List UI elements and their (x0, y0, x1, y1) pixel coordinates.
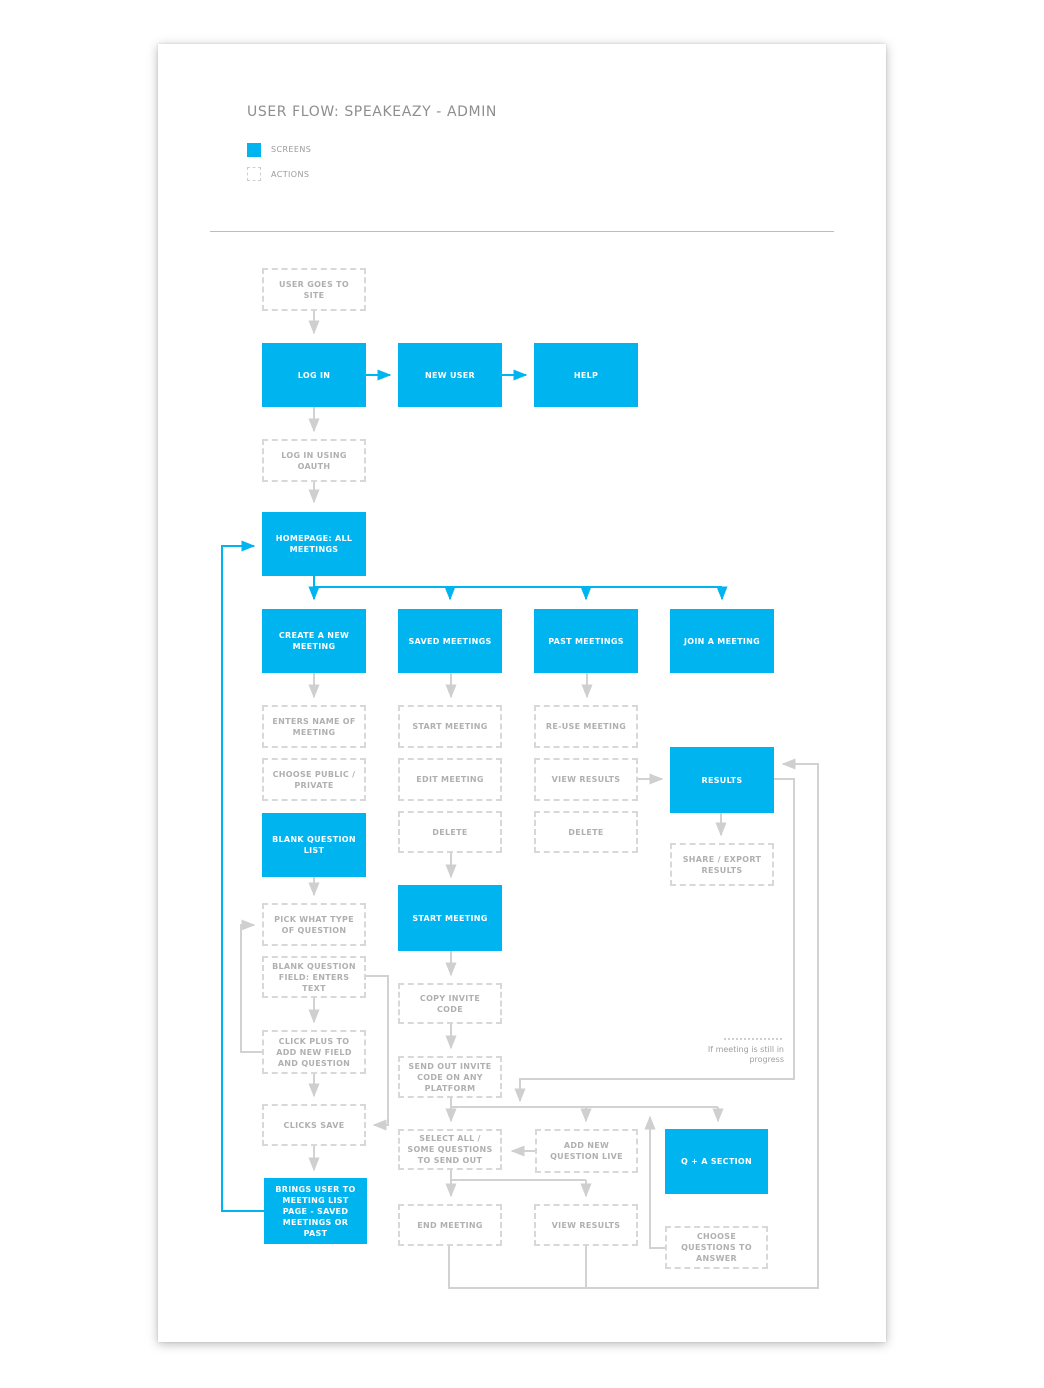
connector (644, 1115, 665, 1249)
connector (514, 778, 795, 1103)
node-homepage: HOMEPAGE: ALL MEETINGS (262, 512, 366, 576)
node-results: RESULTS (670, 747, 774, 813)
node-qa-section: Q + A SECTION (665, 1129, 768, 1194)
page-title: USER FLOW: SPEAKEAZY - ADMIN (247, 104, 498, 120)
node-new-user: NEW USER (398, 343, 502, 407)
node-choose-questions: CHOOSE QUESTIONS TO ANSWER (665, 1226, 768, 1269)
node-brings-user-to-list: BRINGS USER TO MEETING LIST PAGE - SAVED… (264, 1178, 367, 1244)
node-blank-question-field: BLANK QUESTION FIELD: ENTERS TEXT (262, 956, 366, 998)
note-in-progress: If meeting is still in progress (684, 1045, 784, 1065)
node-log-in: LOG IN (262, 343, 366, 407)
legend-screens-label: SCREENS (271, 145, 312, 154)
node-add-question-live: ADD NEW QUESTION LIVE (535, 1129, 638, 1173)
node-end-meeting: END MEETING (398, 1204, 502, 1246)
node-user-goes-to-site: USER GOES TO SITE (262, 268, 366, 311)
legend-actions-label: ACTIONS (271, 170, 310, 179)
node-log-in-oauth: LOG IN USING OAUTH (262, 439, 366, 482)
node-view-results-past: VIEW RESULTS (534, 758, 638, 801)
node-copy-invite-code: COPY INVITE CODE (398, 983, 502, 1024)
node-delete-past: DELETE (534, 811, 638, 853)
node-enters-name: ENTERS NAME OF MEETING (262, 705, 366, 748)
node-reuse-meeting: RE-USE MEETING (534, 705, 638, 748)
header-divider (210, 231, 834, 232)
note-line-2: progress (749, 1055, 784, 1064)
node-share-export-results: SHARE / EXPORT RESULTS (670, 843, 774, 886)
legend-screens-swatch (247, 143, 261, 157)
node-edit-meeting: EDIT MEETING (398, 758, 502, 801)
node-join-meeting: JOIN A MEETING (670, 609, 774, 673)
node-blank-question-list: BLANK QUESTION LIST (262, 813, 366, 877)
node-clicks-save: CLICKS SAVE (262, 1104, 366, 1146)
node-select-questions: SELECT ALL / SOME QUESTIONS TO SEND OUT (398, 1129, 502, 1170)
node-click-plus: CLICK PLUS TO ADD NEW FIELD AND QUESTION (262, 1030, 366, 1074)
node-create-meeting: CREATE A NEW MEETING (262, 609, 366, 673)
node-send-invite-code: SEND OUT INVITE CODE ON ANY PLATFORM (398, 1056, 502, 1098)
node-delete-saved: DELETE (398, 811, 502, 853)
node-choose-public-private: CHOOSE PUBLIC / PRIVATE (262, 758, 366, 801)
connector (221, 540, 264, 1212)
node-help: HELP (534, 343, 638, 407)
connector (240, 919, 263, 1053)
note-line-1: If meeting is still in (707, 1045, 784, 1054)
node-start-meeting-screen: START MEETING (398, 885, 502, 951)
legend-actions-swatch (247, 167, 261, 181)
node-saved-meetings: SAVED MEETINGS (398, 609, 502, 673)
node-view-results-bottom: VIEW RESULTS (534, 1204, 638, 1246)
connector (448, 758, 819, 1289)
connector (366, 975, 389, 1131)
node-start-meeting-action: START MEETING (398, 705, 502, 748)
node-past-meetings: PAST MEETINGS (534, 609, 638, 673)
node-pick-question-type: PICK WHAT TYPE OF QUESTION (262, 903, 366, 946)
